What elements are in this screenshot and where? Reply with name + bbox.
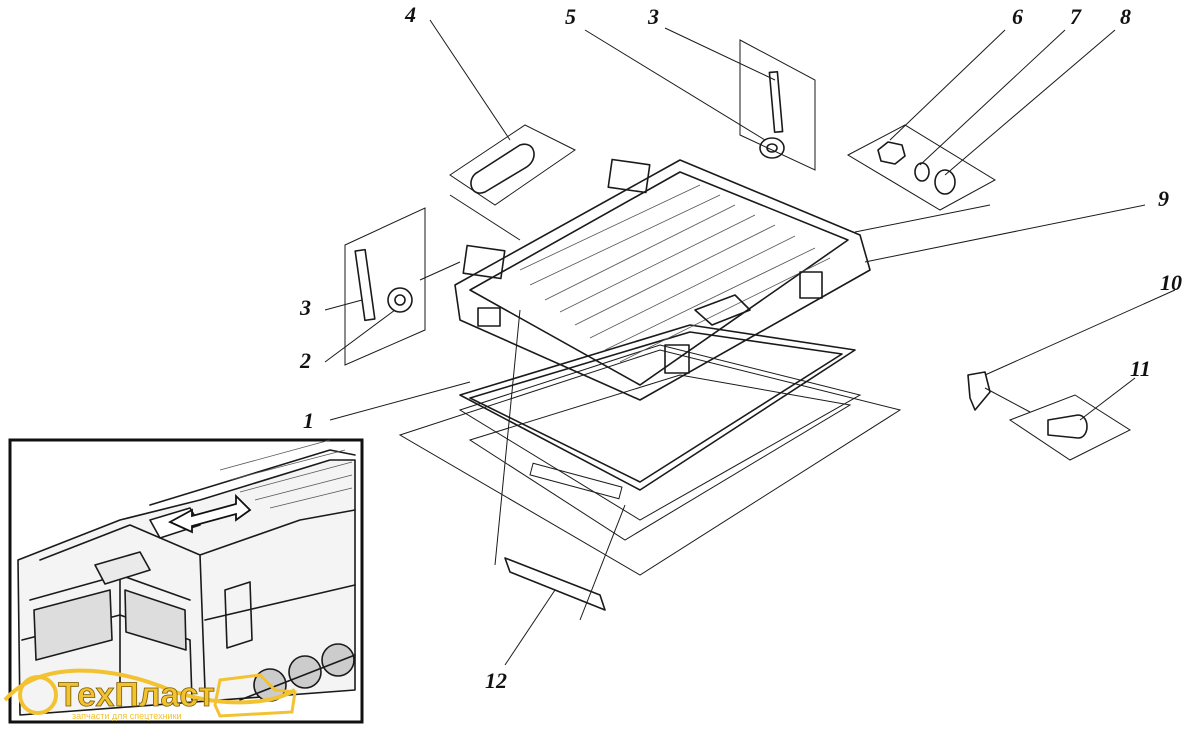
- parts-group-2-3-left: [344, 207, 426, 366]
- parts-group-6-7-8: [846, 124, 996, 233]
- hatch-lid: [454, 158, 871, 401]
- bracket-icon: [967, 371, 991, 411]
- rail-part-12: [494, 309, 626, 621]
- spring-washer-icon: [914, 162, 930, 182]
- logo-truck-icon: [213, 673, 297, 718]
- callout-4: 4: [404, 2, 416, 27]
- callout-10: 10: [1160, 270, 1182, 295]
- screw-icon: [1047, 414, 1088, 439]
- vehicle-inset: [8, 438, 364, 724]
- parts-group-3-5-right: [739, 39, 816, 171]
- rubber-seal: [459, 324, 856, 491]
- nut-icon: [877, 141, 906, 165]
- roof-mounting-plate: [398, 344, 902, 576]
- callout-6: 6: [1012, 4, 1023, 29]
- callout-9: 9: [1158, 186, 1169, 211]
- callout-3-top: 3: [647, 4, 659, 29]
- callout-5: 5: [565, 4, 576, 29]
- location-arrow-icon: [167, 493, 252, 534]
- callout-8: 8: [1120, 4, 1131, 29]
- logo-tagline-text: запчасти для спецтехники: [72, 711, 182, 721]
- parts-group-4: [419, 124, 576, 281]
- callout-12: 12: [485, 668, 507, 693]
- bushing-icon: [470, 143, 535, 194]
- leader-lines: [324, 19, 1176, 666]
- washer-icon: [759, 137, 785, 159]
- brand-logo: ТехПласт запчасти для спецтехники: [3, 668, 297, 721]
- logo-wheel-icon: [18, 675, 58, 715]
- washer-icon: [387, 287, 413, 313]
- logo-brand-text: ТехПласт: [58, 676, 215, 714]
- callout-1: 1: [303, 408, 314, 433]
- callout-11: 11: [1130, 356, 1151, 381]
- callout-7: 7: [1070, 4, 1082, 29]
- flat-washer-icon: [934, 169, 956, 195]
- parts-group-10-11: [967, 371, 1132, 461]
- callout-2: 2: [299, 348, 311, 373]
- callout-3-left: 3: [299, 295, 311, 320]
